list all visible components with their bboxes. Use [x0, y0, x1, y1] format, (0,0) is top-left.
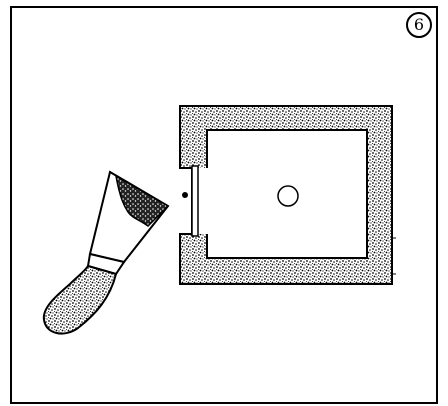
step-number-badge: 6 — [406, 12, 432, 38]
wall-box-icon — [180, 106, 396, 284]
repair-illustration — [12, 8, 436, 402]
putty-knife-icon — [44, 172, 168, 334]
patch-strip — [192, 166, 198, 236]
step-number: 6 — [414, 17, 424, 33]
illustration-frame: 6 — [10, 6, 438, 404]
knife-handle — [44, 266, 116, 334]
pin-dot — [182, 192, 188, 198]
center-hole — [278, 186, 298, 206]
